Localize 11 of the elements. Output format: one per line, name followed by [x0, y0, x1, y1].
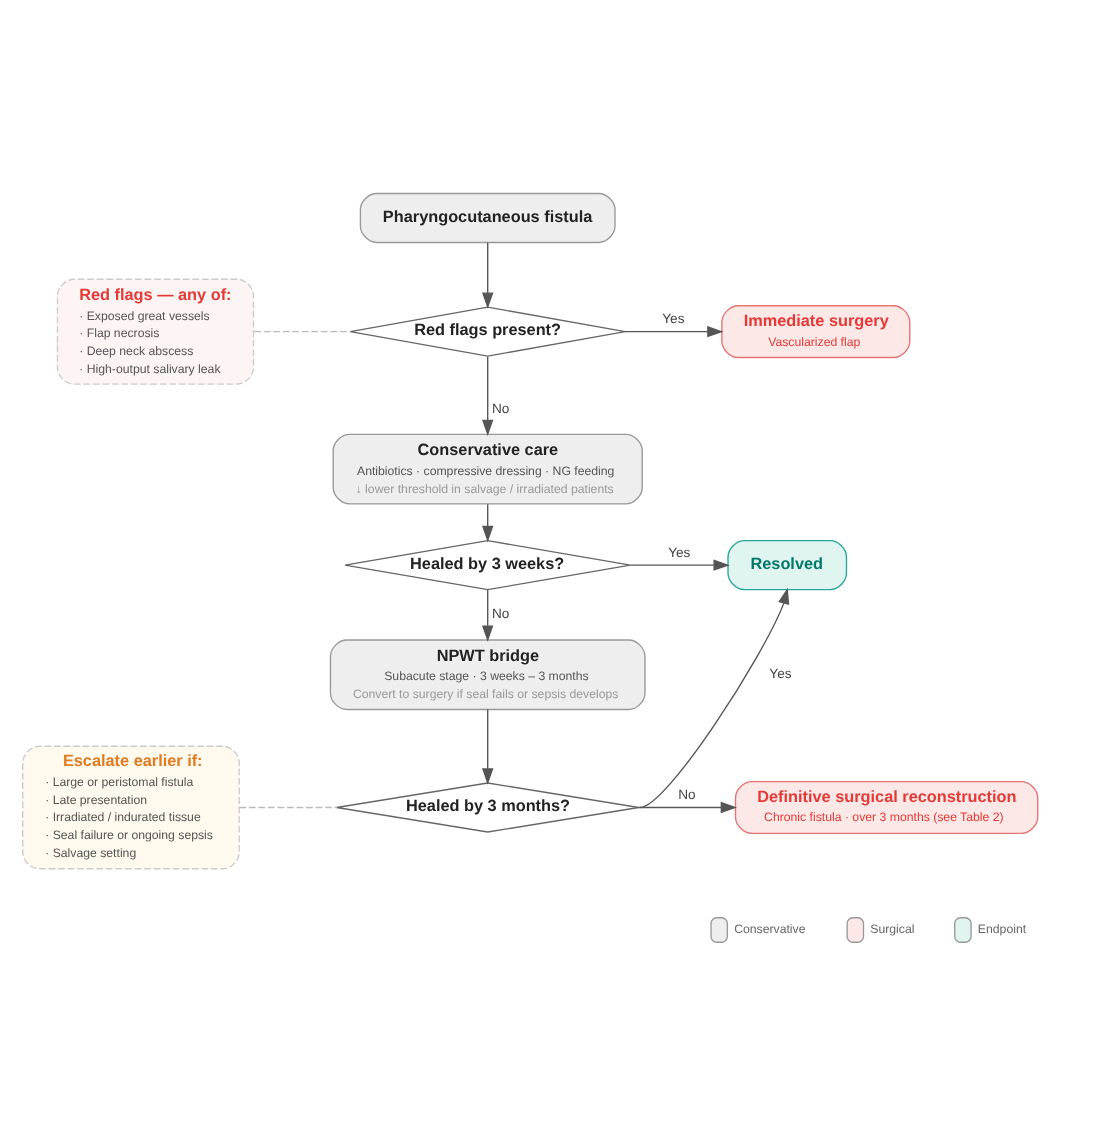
arrow [624, 324, 724, 337]
arrow [482, 241, 494, 308]
arrow [639, 586, 790, 808]
arrow [482, 354, 494, 436]
arrow [482, 707, 494, 784]
connector [238, 805, 338, 808]
arrow [637, 800, 737, 813]
arrow [629, 558, 730, 570]
arrow [482, 502, 494, 542]
connector [253, 329, 352, 332]
arrow [482, 588, 494, 641]
